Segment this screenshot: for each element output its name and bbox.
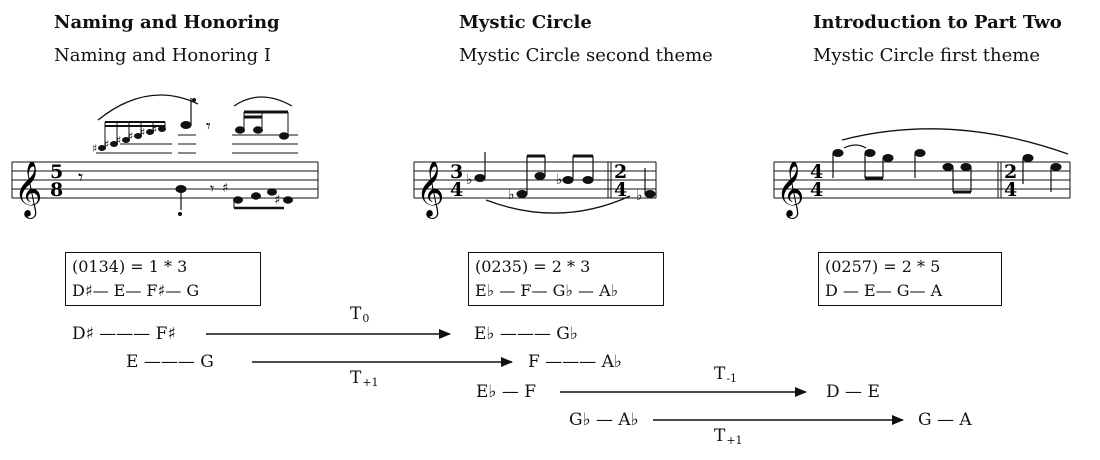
svg-text:♯: ♯ [140,126,145,139]
column-2-subtitle: Mystic Circle second theme [459,45,713,66]
mapping-4-from: G♭ — A♭ [569,410,639,430]
set-box-2: (0235) = 2 * 3 E♭ — F— G♭ — A♭ [468,252,664,306]
svg-text:𝄾: 𝄾 [210,179,214,198]
mapping-3-to: D — E [826,382,880,402]
column-3-subtitle: Mystic Circle first theme [813,45,1040,66]
svg-text:3: 3 [450,161,463,183]
mapping-3-label: T-1 [714,364,738,385]
column-1-heading: Naming and Honoring Naming and Honoring … [54,12,280,67]
treble-clef-icon: 𝄞 [416,161,444,219]
mapping-4-label: T+1 [714,426,743,447]
mapping-2-label: T+1 [350,368,379,389]
svg-text:♯: ♯ [222,181,228,196]
set-pitches: D — E— G— A [825,281,943,300]
svg-text:♭: ♭ [466,172,473,188]
svg-text:2: 2 [614,161,627,183]
set-formula: (0257) = 2 * 5 [825,257,941,276]
time-sig-top: 5 [50,161,63,183]
svg-text:4: 4 [450,179,463,201]
mapping-1-to: E♭ ——— G♭ [474,324,578,344]
mapping-2-to: F ——— A♭ [528,352,622,372]
mapping-1-label: T0 [350,304,370,325]
svg-text:♭: ♭ [636,188,643,204]
column-3-title: Introduction to Part Two [813,12,1062,33]
music-staff-3: 𝄞 4 4 2 4 [773,128,1071,219]
set-pitches: E♭ — F— G♭ — A♭ [475,281,619,300]
svg-text:4: 4 [1004,179,1017,201]
svg-text:♯: ♯ [128,130,133,143]
svg-text:4: 4 [810,161,823,183]
svg-text:♯: ♯ [104,138,109,151]
svg-text:2: 2 [1004,161,1017,183]
set-box-3: (0257) = 2 * 5 D — E— G— A [818,252,1002,306]
time-sig-bottom: 8 [50,179,63,201]
svg-text:♯: ♯ [274,193,280,208]
music-staff-1: 𝄞 5 8 𝄾 ♯ ♯ ♯ ♯ ♯ ♯ 𝄾 [11,94,319,219]
set-formula: (0235) = 2 * 3 [475,257,591,276]
column-2-title: Mystic Circle [459,12,592,33]
mapping-2-from: E ——— G [126,352,214,372]
column-1-title: Naming and Honoring [54,12,280,33]
set-pitches: D♯— E— F♯— G [72,281,200,300]
mapping-1-from: D♯ ——— F♯ [72,324,176,344]
column-3-heading: Introduction to Part Two Mystic Circle f… [813,12,1062,67]
column-2-heading: Mystic Circle Mystic Circle second theme [459,12,713,67]
svg-text:4: 4 [614,179,627,201]
set-box-1: (0134) = 1 * 3 D♯— E— F♯— G [65,252,261,306]
svg-text:♭: ♭ [556,172,563,188]
set-formula: (0134) = 1 * 3 [72,257,188,276]
mapping-3-from: E♭ — F [476,382,537,402]
rest-icon: 𝄾 [78,165,83,189]
svg-text:♯: ♯ [152,123,157,136]
music-staff-2: 𝄞 3 4 2 4 ♭ ♭ ♭ ♭ [413,152,657,219]
treble-clef-icon: 𝄞 [14,161,42,219]
svg-text:♯: ♯ [92,142,97,155]
column-1-subtitle: Naming and Honoring I [54,45,271,66]
svg-text:𝄾: 𝄾 [206,116,211,137]
svg-text:♯: ♯ [116,134,121,147]
svg-text:4: 4 [810,179,823,201]
mapping-4-to: G — A [918,410,972,430]
treble-clef-icon: 𝄞 [776,161,804,219]
svg-text:♭: ♭ [508,187,515,203]
